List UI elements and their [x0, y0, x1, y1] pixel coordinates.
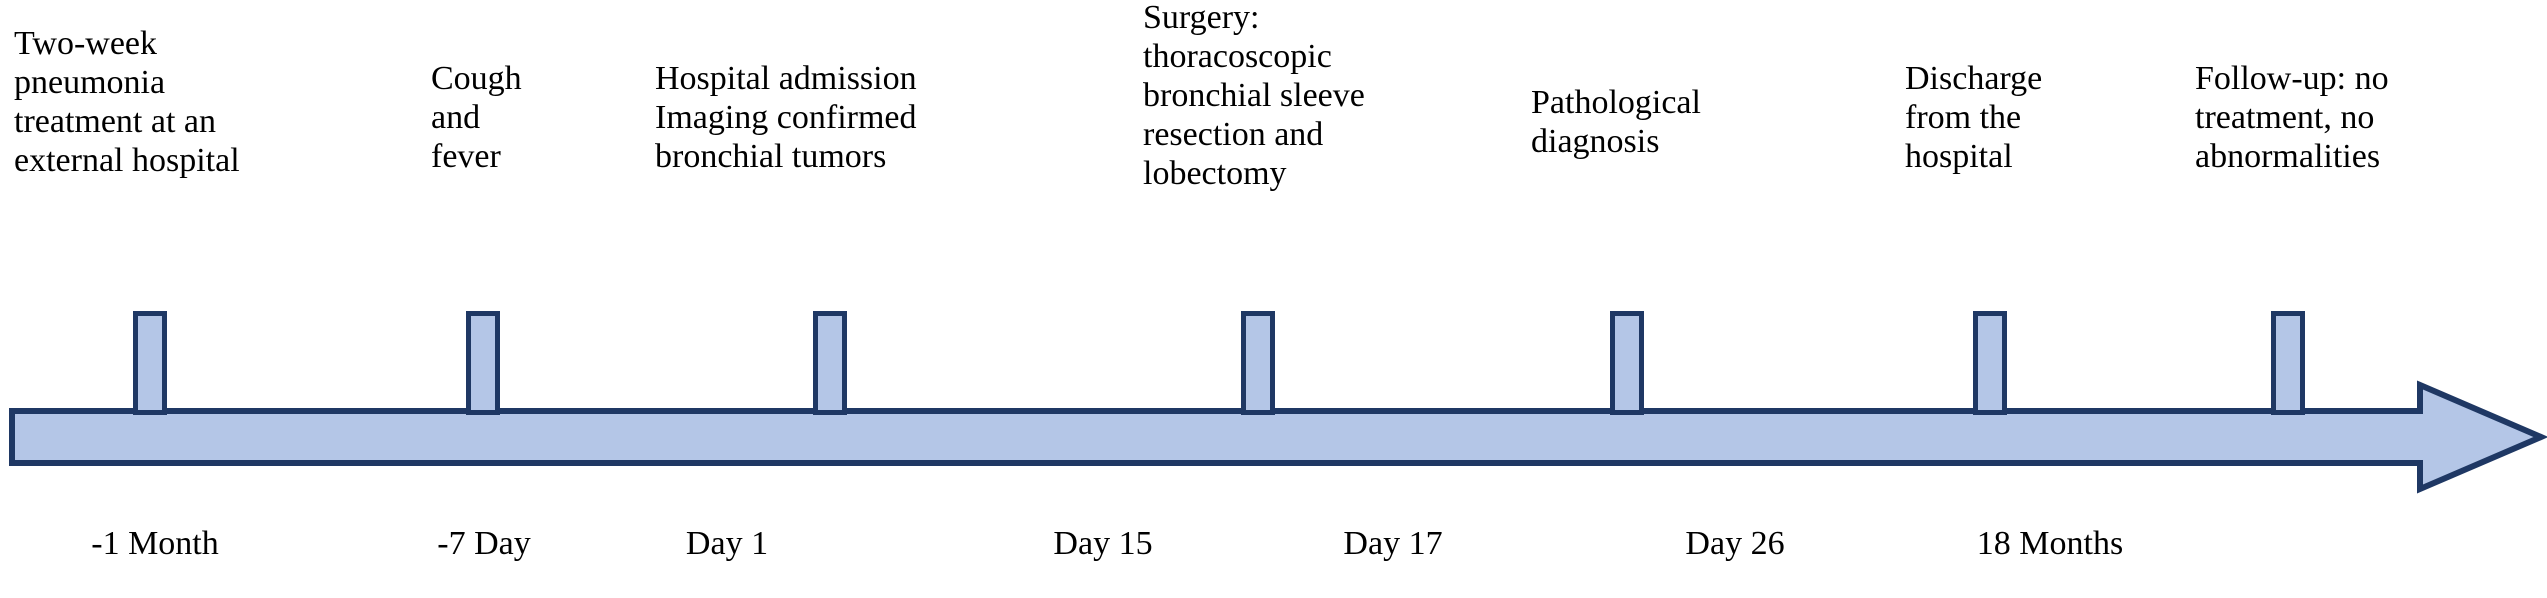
date-label-2: -7 Day — [437, 525, 531, 562]
timeline-arrow-svg — [9, 380, 2547, 494]
tick-mark-3 — [813, 311, 847, 415]
event-label-4: Surgery: thoracoscopic bronchial sleeve … — [1143, 0, 1365, 192]
tick-mark-1 — [133, 311, 167, 415]
tick-mark-7 — [2271, 311, 2305, 415]
event-label-6: Discharge from the hospital — [1905, 60, 2043, 175]
event-label-2: Cough and fever — [431, 60, 522, 175]
event-label-3: Hospital admission Imaging confirmed bro… — [655, 60, 917, 175]
arrow-shape — [9, 380, 2547, 494]
event-label-7: Follow-up: no treatment, no abnormalitie… — [2195, 60, 2389, 175]
date-label-4: Day 15 — [1053, 525, 1153, 562]
tick-mark-2 — [466, 311, 500, 415]
tick-mark-4 — [1241, 311, 1275, 415]
date-label-5: Day 17 — [1343, 525, 1443, 562]
timeline-axis-arrow — [0, 378, 2547, 498]
event-label-5: Pathological diagnosis — [1531, 84, 1701, 160]
date-label-1: -1 Month — [91, 525, 219, 562]
event-label-1: Two-week pneumonia treatment at an exter… — [14, 25, 240, 179]
tick-mark-6 — [1973, 311, 2007, 415]
date-label-6: Day 26 — [1685, 525, 1785, 562]
date-label-3: Day 1 — [685, 525, 769, 562]
date-label-7: 18 Months — [1976, 525, 2124, 562]
tick-mark-5 — [1610, 311, 1644, 415]
